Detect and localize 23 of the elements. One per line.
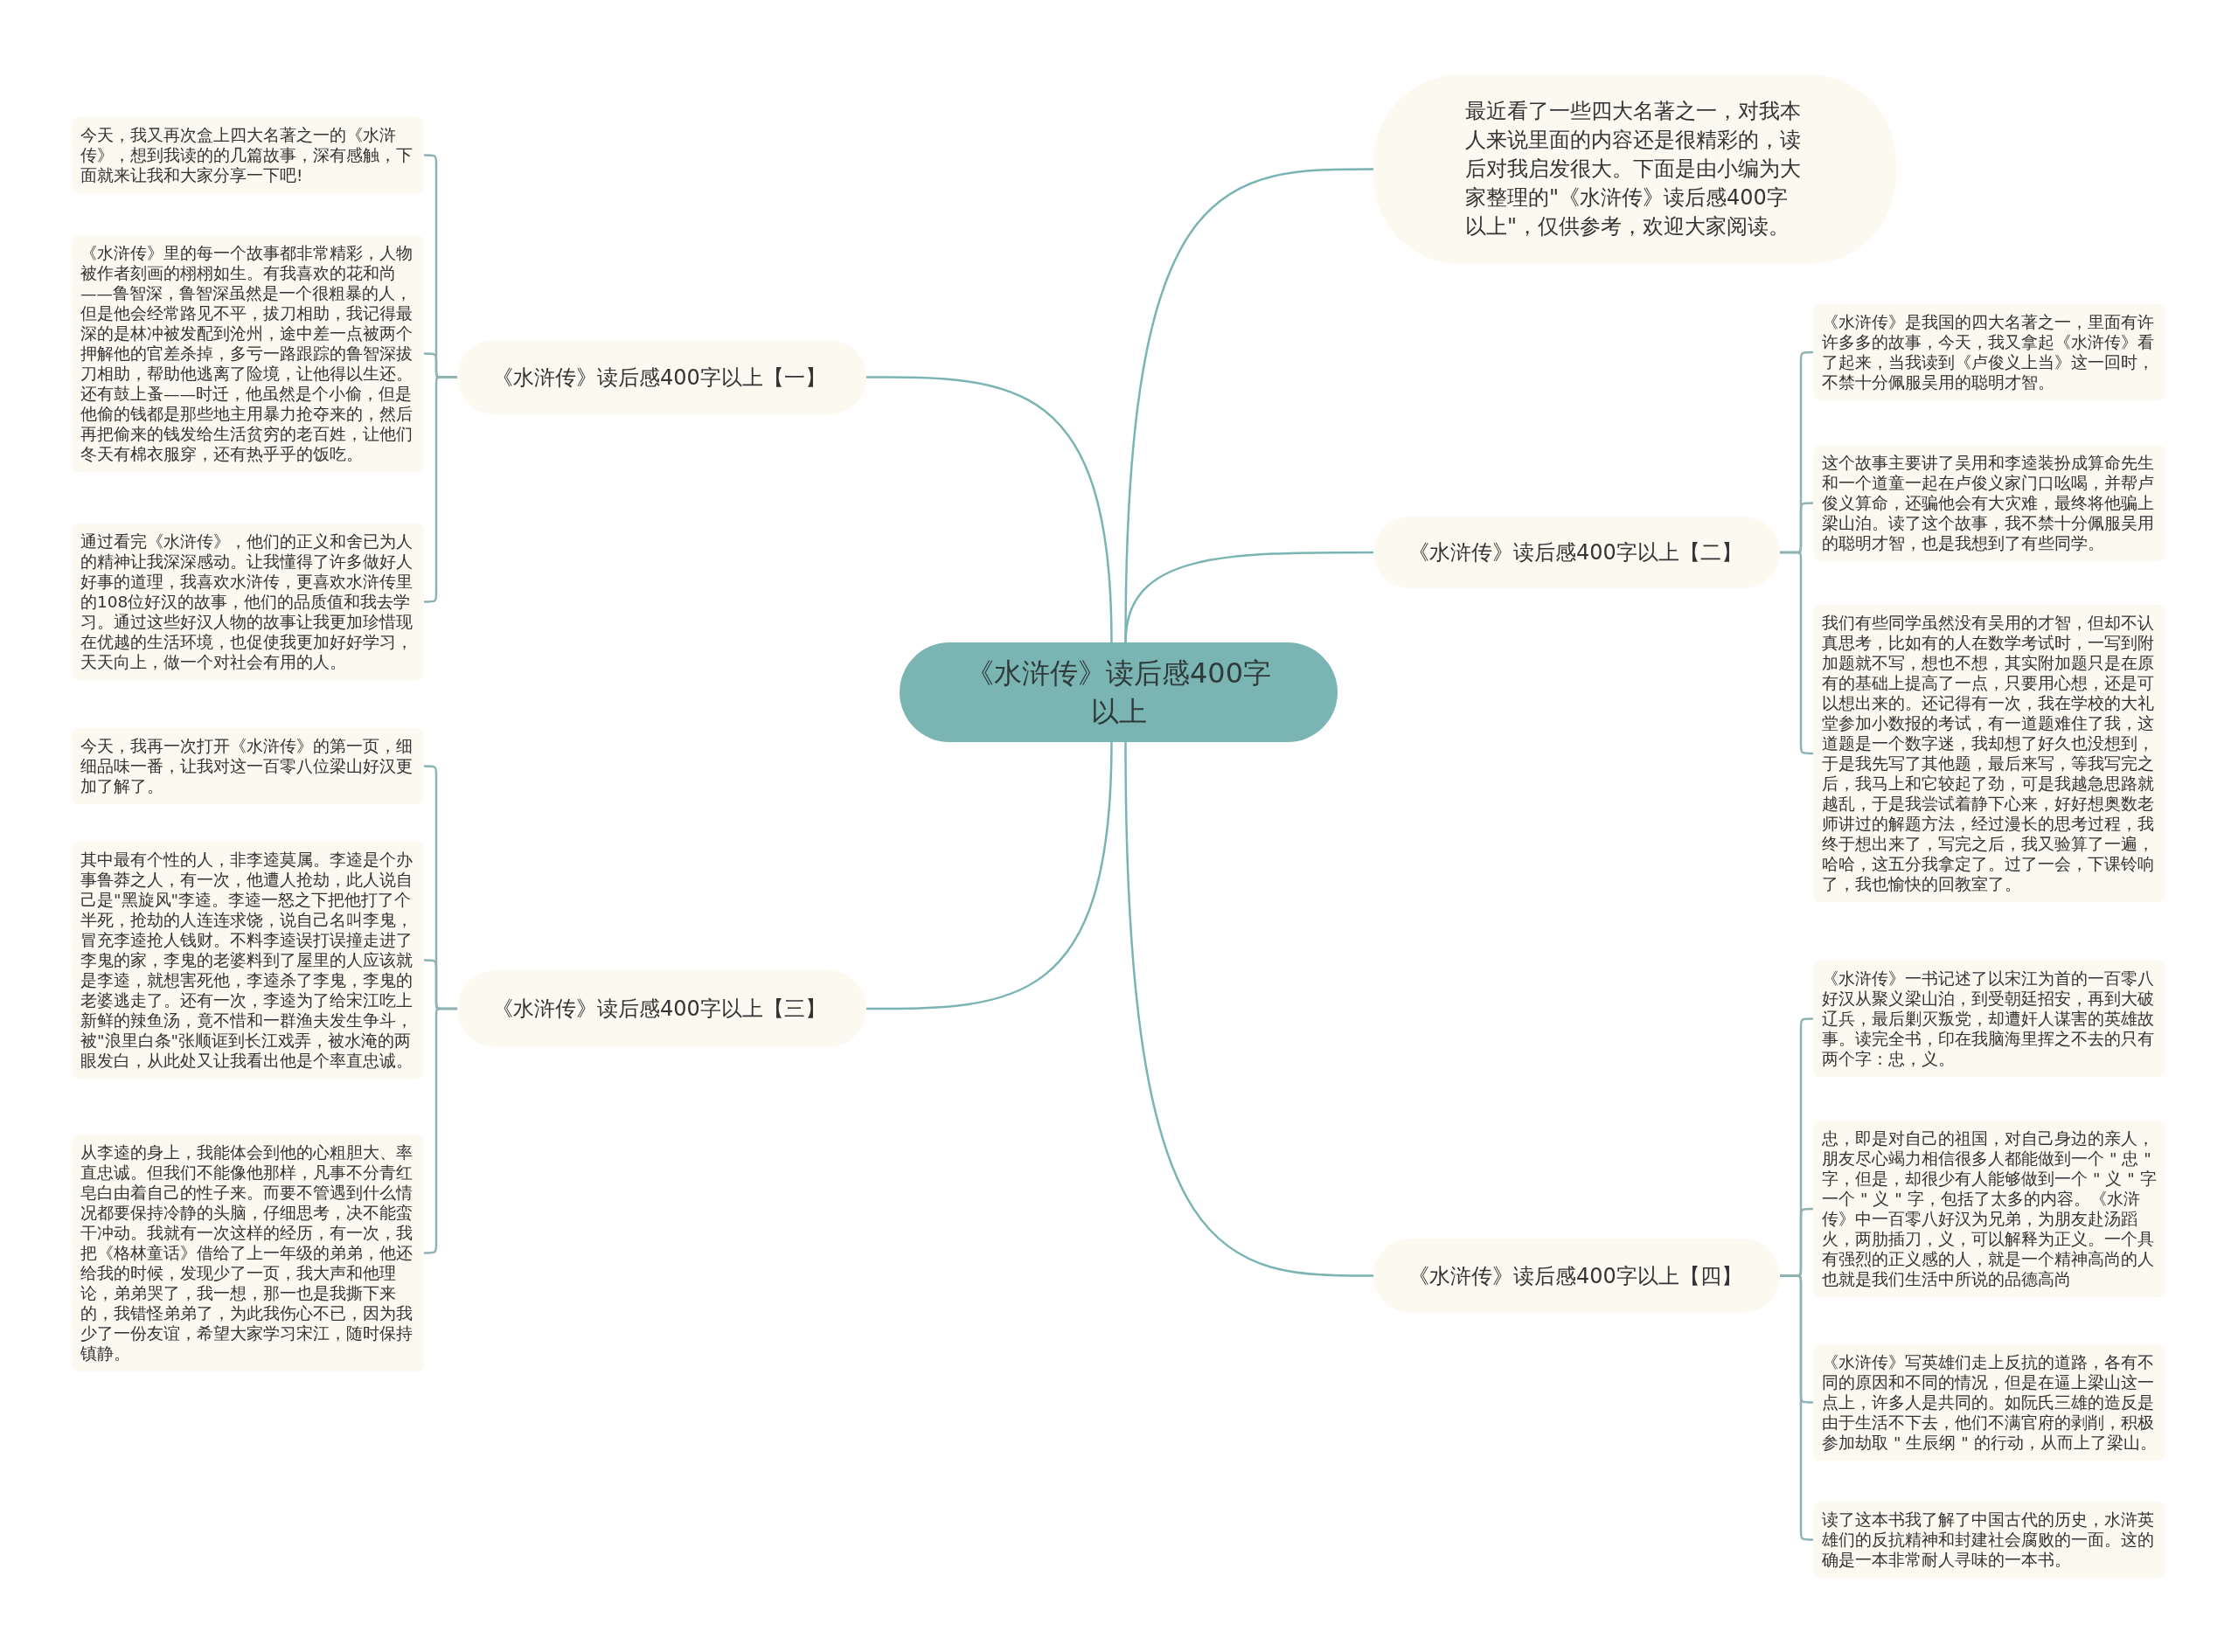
branch-topic: 《水浒传》读后感400字以上【四】 bbox=[1373, 1239, 1780, 1313]
intro-bubble: 最近看了一些四大名著之一，对我本人来说里面的内容还是很精彩的，读后对我启发很大。下面是由小编为大家整理的"《水浒传》读后感400字以上"，仅供参考，欢迎大家阅读。 bbox=[1373, 74, 1896, 264]
text-card: 我们有些同学虽然没有吴用的才智，但却不认真思考，比如有的人在数学考试时，一写到附加题就不写，想也不想，其实附加题只是在原有的基础上提高了一点，只要用心想，还是可以想出来的。还记得有一次，我在学校的大礼堂参加小数报的考试，有一道题难住了我，这道题是一个数字迷，我却想了好久也没想到，于是我先写了其他题，最后来写，等我写完之后，我马上和它较起了劲，可是我越急思路就越乱，于是我尝试着静下心来，好好想奥数老师讲过的解题方法，经过漫长的思考过程，我终于想出来了，写完之后，我又验算了一遍，哈哈，这五分我拿定了。过了一会，下课铃响了，我也愉快的回教室了。 bbox=[1813, 605, 2165, 902]
branch-topic: 《水浒传》读后感400字以上【三】 bbox=[457, 970, 866, 1047]
text-card: 《水浒传》里的每一个故事都非常精彩，人物被作者刻画的栩栩如生。有我喜欢的花和尚——鲁智深，鲁智深虽然是一个很粗暴的人，但是他会经常路见不平，拔刀相助，我记得最深的是林冲被发配到沧州，途中差一点被两个押解他的官差杀掉，多亏一路跟踪的鲁智深拔刀相助，帮助他逃离了险境，让他得以生还。还有鼓上蚤——时迁，他虽然是个小偷，但是他偷的钱都是那些地主用暴力抢夺来的，然后再把偷来的钱发给生活贫穷的老百姓，让他们冬天有棉衣服穿，还有热乎乎的饭吃。 bbox=[72, 235, 424, 472]
connector-line bbox=[866, 376, 1113, 643]
text-card: 《水浒传》是我国的四大名著之一，里面有许许多多的故事，今天，我又拿起《水浒传》看了起来，当我读到《卢俊义上当》这一回时，不禁十分佩服吴用的聪明才智。 bbox=[1813, 304, 2165, 400]
text-card: 从李逵的身上，我能体会到他的心粗胆大、率直忠诚。但我们不能像他那样，凡事不分青红皂白由着自己的性子来。而要不管遇到什么情况都要保持冷静的头脑，仔细思考，决不能蛮干冲动。我就有一次这样的经历，有一次，我把《格林童话》借给了上一年级的弟弟，他还给我的时候，发现少了一页，我大声和他理论，弟弟哭了，我一想，那一也是我撕下来的，我错怪弟弟了，为此我伤心不已，因为我少了一份友谊，希望大家学习宋江，随时保持镇静。 bbox=[72, 1135, 424, 1371]
text-card: 读了这本书我了解了中国古代的历史，水浒英雄们的反抗精神和封建社会腐败的一面。这的确是一本非常耐人寻味的一本书。 bbox=[1813, 1502, 2165, 1578]
branch-topic: 《水浒传》读后感400字以上【一】 bbox=[457, 340, 866, 414]
text-card: 《水浒传》一书记述了以宋江为首的一百零八好汉从聚义梁山泊，到受朝廷招安，再到大破辽兵，最后剿灭叛党，却遭奸人谋害的英雄故事。读完全书，印在我脑海里挥之不去的只有两个字：忠，义。 bbox=[1813, 961, 2165, 1077]
text-card: 《水浒传》写英雄们走上反抗的道路，各有不同的原因和不同的情况，但是在逼上梁山这一点上，许多人是共同的。如阮氏三雄的造反是由于生活不下去，他们不满官府的剥削，积极参加劫取 " 生辰纲 " 的行动，从而上了梁山。 bbox=[1813, 1344, 2165, 1461]
connector-line bbox=[1124, 551, 1373, 643]
branch-topic: 《水浒传》读后感400字以上【二】 bbox=[1373, 517, 1780, 588]
connector-line bbox=[1124, 741, 1373, 1277]
text-card: 这个故事主要讲了吴用和李逵装扮成算命先生和一个道童一起在卢俊义家门口吆喝，并帮卢俊义算命，还骗他会有大灾难，最终将他骗上梁山泊。读了这个故事，我不禁十分佩服吴用的聪明才智，也是我想到了有些同学。 bbox=[1813, 445, 2165, 561]
text-card: 其中最有个性的人，非李逵莫属。李逵是个办事鲁莽之人，有一次，他遭人抢劫，此人说自己是"黑旋风"李逵。李逵一怒之下把他打了个半死，抢劫的人连连求饶，说自己名叫李鬼，冒充李逵抢人钱财。不料李逵误打误撞走进了李鬼的家，李鬼的老婆料到了屋里的人应该就是李逵，就想害死他，李逵杀了李鬼，李鬼的老婆逃走了。还有一次，李逵为了给宋江吃上新鲜的辣鱼汤，竟不惜和一群渔夫发生争斗，被"浪里白条"张顺诓到长江戏弄，被水淹的两眼发白，从此处又让我看出他是个率直忠诚。 bbox=[72, 842, 424, 1079]
text-card: 忠，即是对自己的祖国，对自己身边的亲人，朋友尽心竭力相信很多人都能做到一个 " 忠 " 字，但是，却很少有人能够做到一个 " 义 " 字一个 " 义 " 字，包括了太多的内容。《水浒传》中一百零八好汉为兄弟，为朋友赴汤蹈火，两肋插刀，义，可以解释为正义。一个具有强烈的正义感的人，就是一个精神高尚的人也就是我们生活中所说的品德高尚 bbox=[1813, 1121, 2165, 1297]
connector-line bbox=[866, 741, 1113, 1010]
central-topic: 《水浒传》读后感400字以上 bbox=[900, 642, 1338, 742]
text-card: 今天，我又再次盒上四大名著之一的《水浒传》，想到我读的的几篇故事，深有感触，下面就来让我和大家分享一下吧! bbox=[72, 117, 424, 193]
text-card: 通过看完《水浒传》，他们的正义和舍已为人的精神让我深深感动。让我懂得了许多做好人好事的道理，我喜欢水浒传，更喜欢水浒传里的108位好汉的故事，他们的品质值和我去学习。通过这些好汉人物的故事让我更加珍惜现在优越的生活环境，也促使我更加好好学习，天天向上，做一个对社会有用的人。 bbox=[72, 524, 424, 680]
text-card: 今天，我再一次打开《水浒传》的第一页，细细品味一番，让我对这一百零八位梁山好汉更加了解了。 bbox=[72, 728, 424, 804]
